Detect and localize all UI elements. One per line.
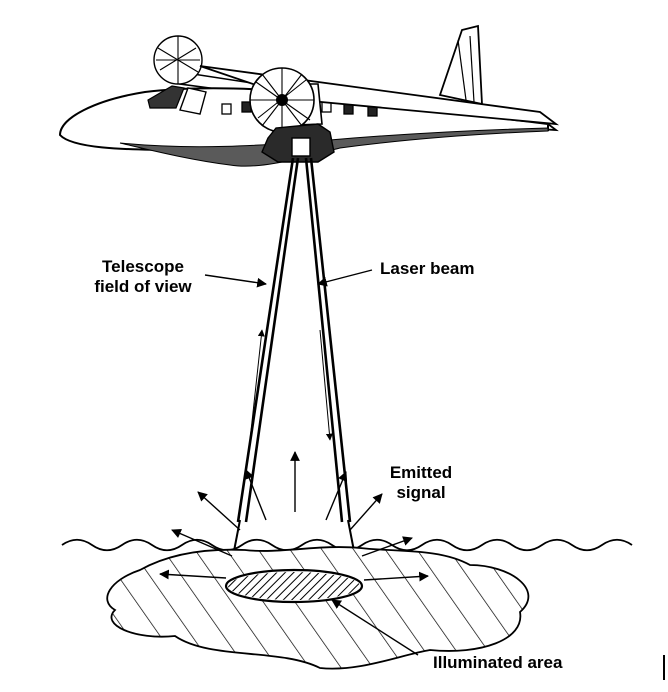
telescope-label-line1: Telescope xyxy=(102,257,184,276)
laser-beam-inner xyxy=(309,157,352,523)
cockpit-window-2 xyxy=(179,87,207,115)
cabin-window xyxy=(221,103,232,115)
illuminated-leader xyxy=(331,599,419,656)
laser-leader xyxy=(317,269,373,287)
lidar-instrument xyxy=(291,137,311,157)
emitted-label-line2: signal xyxy=(396,483,446,502)
label-leaders xyxy=(204,269,419,656)
far-propeller xyxy=(153,35,203,85)
laser-beam-outer xyxy=(304,157,344,523)
airplane-illustration xyxy=(58,24,560,167)
near-propeller xyxy=(249,67,315,133)
telescope-fov-label: Telescope field of view xyxy=(82,257,204,297)
telescope-fov-inner xyxy=(244,157,300,523)
emitted-label-line1: Emitted xyxy=(389,463,453,482)
telescope-label-line2: field of view xyxy=(94,277,192,296)
telescope-leader xyxy=(204,274,267,288)
beams xyxy=(227,157,361,583)
emitted-signal-arrows xyxy=(159,451,429,582)
cockpit-window xyxy=(147,85,185,109)
illuminated-area-hatch xyxy=(228,572,360,600)
emitted-signal-label: Emitted signal xyxy=(376,463,466,503)
laser-beam-label: Laser beam xyxy=(380,259,475,278)
illuminated-area-label: Illuminated area xyxy=(433,653,563,672)
telescope-fov-outer xyxy=(236,157,295,523)
